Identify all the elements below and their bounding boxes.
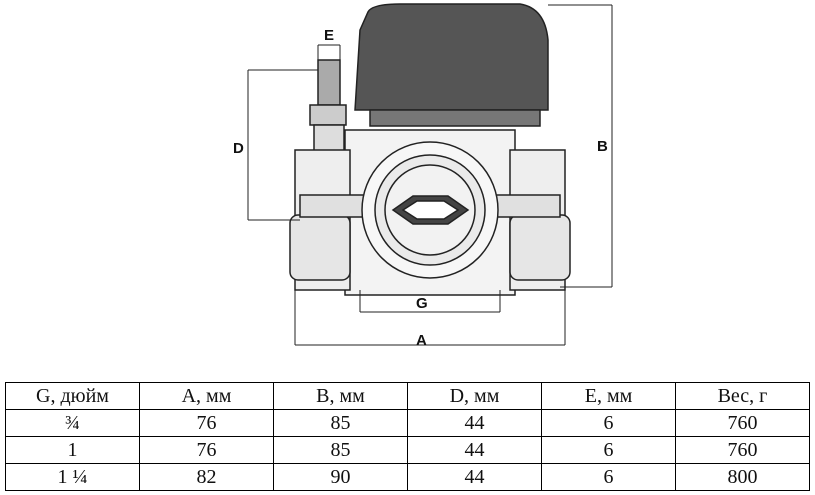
cell: 800 — [675, 463, 810, 491]
cell: 76 — [139, 409, 274, 437]
cell: 6 — [541, 463, 676, 491]
cell: 76 — [139, 436, 274, 464]
cell: 90 — [273, 463, 408, 491]
cell: 1 — [5, 436, 140, 464]
valve-dimension-drawing: E D B G A — [233, 3, 613, 349]
label-e: E — [324, 27, 334, 44]
label-g: G — [416, 295, 428, 312]
label-d: D — [233, 140, 244, 157]
header-b: B, мм — [273, 382, 408, 410]
cell: 85 — [273, 409, 408, 437]
dimension-e — [317, 44, 341, 60]
cell: ¾ — [5, 409, 140, 437]
dimension-b — [548, 4, 613, 288]
cell: 82 — [139, 463, 274, 491]
dimension-d — [247, 69, 318, 221]
dimensions-table: G, дюйм A, мм B, мм D, мм E, мм Вес, г ¾… — [5, 382, 810, 491]
cell: 6 — [541, 409, 676, 437]
cell: 760 — [675, 436, 810, 464]
cell: 6 — [541, 436, 676, 464]
cell: 44 — [407, 409, 542, 437]
cell: 44 — [407, 463, 542, 491]
header-g: G, дюйм — [5, 382, 140, 410]
table-row: 1 ¼ 82 90 44 6 800 — [5, 463, 810, 491]
cell: 44 — [407, 436, 542, 464]
dimension-a — [294, 290, 566, 346]
header-e: E, мм — [541, 382, 676, 410]
actuator-housing — [354, 3, 549, 111]
header-a: A, мм — [139, 382, 274, 410]
cell: 760 — [675, 409, 810, 437]
header-d: D, мм — [407, 382, 542, 410]
cell: 85 — [273, 436, 408, 464]
table-row: 1 76 85 44 6 760 — [5, 436, 810, 464]
cell: 1 ¼ — [5, 463, 140, 491]
label-b: B — [597, 138, 608, 155]
sensor-stem — [317, 59, 341, 106]
dimension-g — [359, 290, 501, 313]
table-row: ¾ 76 85 44 6 760 — [5, 409, 810, 437]
label-a: A — [416, 332, 427, 349]
table-header-row: G, дюйм A, мм B, мм D, мм E, мм Вес, г — [5, 382, 810, 410]
header-weight: Вес, г — [675, 382, 810, 410]
